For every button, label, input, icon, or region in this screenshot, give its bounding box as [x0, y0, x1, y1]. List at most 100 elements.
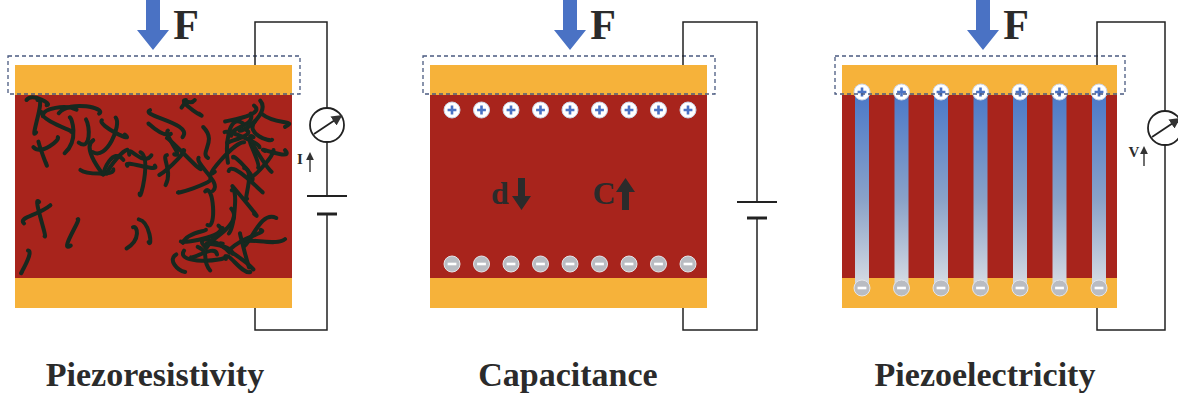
plus-sign	[1055, 88, 1064, 97]
plus-sign	[897, 88, 906, 97]
negative-charge	[680, 256, 696, 272]
minus-sign	[566, 263, 575, 266]
piezo-rod	[1092, 92, 1106, 288]
conductive-fibre	[139, 219, 151, 243]
piezo-rod	[934, 92, 948, 288]
conductive-fibre	[93, 118, 117, 154]
conductive-fibre	[79, 119, 89, 144]
negative-charge	[503, 256, 519, 272]
conductive-fibre	[167, 131, 177, 155]
conductive-fibre	[103, 156, 123, 175]
conductive-fibre	[225, 106, 256, 122]
conductive-fibre	[90, 140, 103, 174]
positive-charge	[444, 102, 460, 118]
conductive-fibre	[203, 127, 209, 158]
minus-sign	[1055, 287, 1064, 290]
negative-charge	[621, 256, 637, 272]
negative-charge	[1052, 280, 1068, 296]
symbol-label: I	[297, 152, 303, 167]
negative-charge	[933, 280, 949, 296]
capacitive-sensor	[423, 0, 777, 330]
plus-sign	[1095, 88, 1104, 97]
conductive-fibre	[263, 150, 287, 155]
conductive-fibre	[59, 106, 101, 114]
plus-sign	[684, 106, 693, 115]
plus-sign	[448, 106, 457, 115]
positive-charge	[533, 102, 549, 118]
plus-sign	[858, 88, 867, 97]
minus-sign	[897, 287, 906, 290]
plus-sign	[536, 106, 545, 115]
panel-caption: Piezoelectricity	[875, 358, 1096, 392]
conductive-fibre	[127, 164, 156, 168]
minus-sign	[507, 263, 516, 266]
conductive-fibre	[230, 230, 263, 250]
conductive-fibre	[33, 137, 58, 150]
positive-charge	[933, 84, 949, 100]
positive-charge	[651, 102, 667, 118]
plus-sign	[595, 106, 604, 115]
negative-charge	[1091, 280, 1107, 296]
conductive-fibre	[205, 190, 213, 225]
minus-sign	[1016, 287, 1025, 290]
conductive-fibre	[244, 239, 285, 242]
symbol-label: F	[173, 4, 199, 46]
positive-charge	[562, 102, 578, 118]
conductive-fibre	[159, 150, 184, 175]
positive-charge	[592, 102, 608, 118]
conductive-fibre	[37, 201, 45, 237]
minus-sign	[1095, 287, 1104, 290]
negative-charge	[973, 280, 989, 296]
minus-sign	[625, 263, 634, 266]
minus-sign	[477, 263, 486, 266]
positive-charge	[621, 102, 637, 118]
conductive-fibre	[229, 190, 235, 234]
symbol-label: d	[491, 177, 509, 209]
symbol-label: F	[590, 4, 616, 46]
negative-charge	[854, 280, 870, 296]
symbol-label: C	[592, 177, 615, 209]
conductive-fibre	[240, 233, 249, 267]
conductive-fibre	[127, 227, 137, 249]
plus-sign	[937, 88, 946, 97]
piezo-rod	[855, 92, 869, 288]
positive-charge	[474, 102, 490, 118]
conductive-fibre	[244, 168, 249, 199]
piezoelectric-sensor	[835, 0, 1178, 330]
negative-charge	[592, 256, 608, 272]
conductive-fibre	[262, 114, 289, 127]
negative-charge	[894, 280, 910, 296]
minus-sign	[595, 263, 604, 266]
conductive-fibre	[225, 132, 260, 147]
conductive-fibre	[80, 169, 113, 173]
conductive-fibre	[23, 205, 51, 223]
plus-sign	[976, 88, 985, 97]
minus-sign	[937, 287, 946, 290]
piezoresistive-sensor	[8, 0, 347, 330]
panel-caption: Capacitance	[478, 358, 657, 392]
positive-charge	[854, 84, 870, 100]
positive-charge	[1091, 84, 1107, 100]
positive-charge	[680, 102, 696, 118]
piezo-rod	[895, 92, 909, 288]
symbol-label: F	[1003, 4, 1029, 46]
conductive-fibre	[140, 152, 146, 195]
positive-charge	[1052, 84, 1068, 100]
conductive-fibre	[21, 250, 30, 273]
symbol-label: V	[1129, 145, 1140, 160]
positive-charge	[1012, 84, 1028, 100]
conductive-fibre	[101, 120, 127, 137]
conductive-fibre	[240, 101, 263, 131]
piezo-rod	[1053, 92, 1067, 288]
plus-sign	[654, 106, 663, 115]
negative-charge	[651, 256, 667, 272]
conductive-fibre	[41, 112, 72, 132]
negative-charge	[1012, 280, 1028, 296]
plus-sign	[507, 106, 516, 115]
minus-sign	[684, 263, 693, 266]
plus-sign	[1016, 88, 1025, 97]
conductive-fibre	[182, 100, 195, 108]
panel-caption: Piezoresistivity	[46, 358, 264, 392]
conductive-fibre	[173, 254, 185, 272]
